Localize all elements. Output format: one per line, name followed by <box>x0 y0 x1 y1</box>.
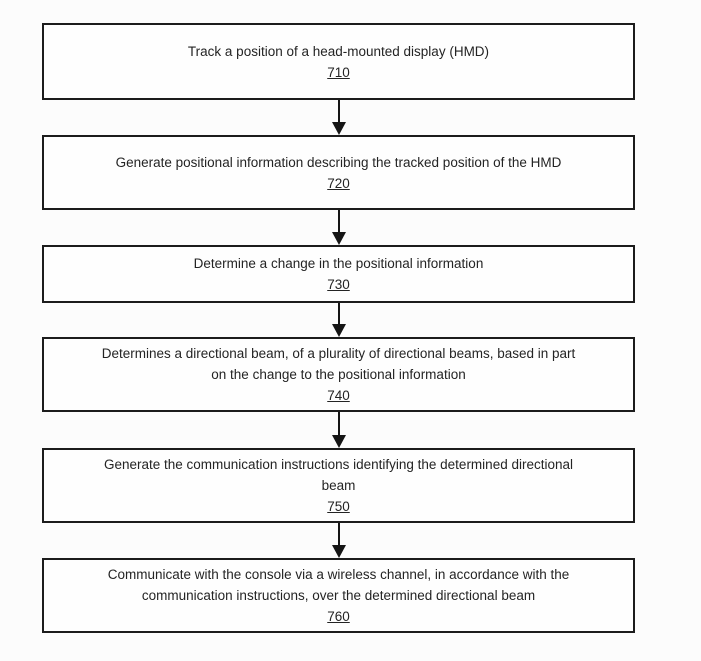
step-text-line: Generate the communication instructions … <box>103 457 573 472</box>
flow-step-750: Generate the communication instructions … <box>42 448 635 523</box>
step-number: 740 <box>327 388 350 403</box>
arrow-line <box>337 100 340 122</box>
step-text-line: on the change to the positional informat… <box>211 367 466 382</box>
arrow-head <box>331 122 346 135</box>
arrow-down-icon <box>331 303 346 337</box>
arrow-line <box>337 523 340 545</box>
flow-step-710: Track a position of a head-mounted displ… <box>42 23 635 100</box>
arrow-down-icon <box>331 210 346 245</box>
step-number: 710 <box>327 64 350 80</box>
arrow-head <box>331 232 346 245</box>
step-number: 760 <box>327 609 350 624</box>
arrow-line <box>337 210 340 232</box>
step-text-line: communication instructions, over the det… <box>141 588 536 603</box>
step-text-line: Determine a change in the positional inf… <box>193 256 484 271</box>
step-text-line: Determines a directional beam, of a plur… <box>101 346 576 361</box>
arrow-head <box>331 324 346 337</box>
step-number: 730 <box>327 277 350 292</box>
arrow-down-icon <box>331 412 346 448</box>
step-text-line: Generate positional information describi… <box>115 154 562 170</box>
arrow-down-icon <box>331 100 346 135</box>
arrow-down-icon <box>331 523 346 558</box>
arrow-line <box>337 303 340 324</box>
arrow-line <box>337 412 340 435</box>
step-number: 750 <box>327 499 350 514</box>
flow-step-720: Generate positional information describi… <box>42 135 635 210</box>
flow-step-740: Determines a directional beam, of a plur… <box>42 337 635 412</box>
arrow-head <box>331 435 346 448</box>
step-number: 720 <box>327 175 350 191</box>
step-text-line: Communicate with the console via a wirel… <box>107 567 570 582</box>
step-text-line: beam <box>321 478 356 493</box>
flow-step-760: Communicate with the console via a wirel… <box>42 558 635 633</box>
flow-step-730: Determine a change in the positional inf… <box>42 245 635 303</box>
step-text-line: Track a position of a head-mounted displ… <box>187 43 490 59</box>
arrow-head <box>331 545 346 558</box>
